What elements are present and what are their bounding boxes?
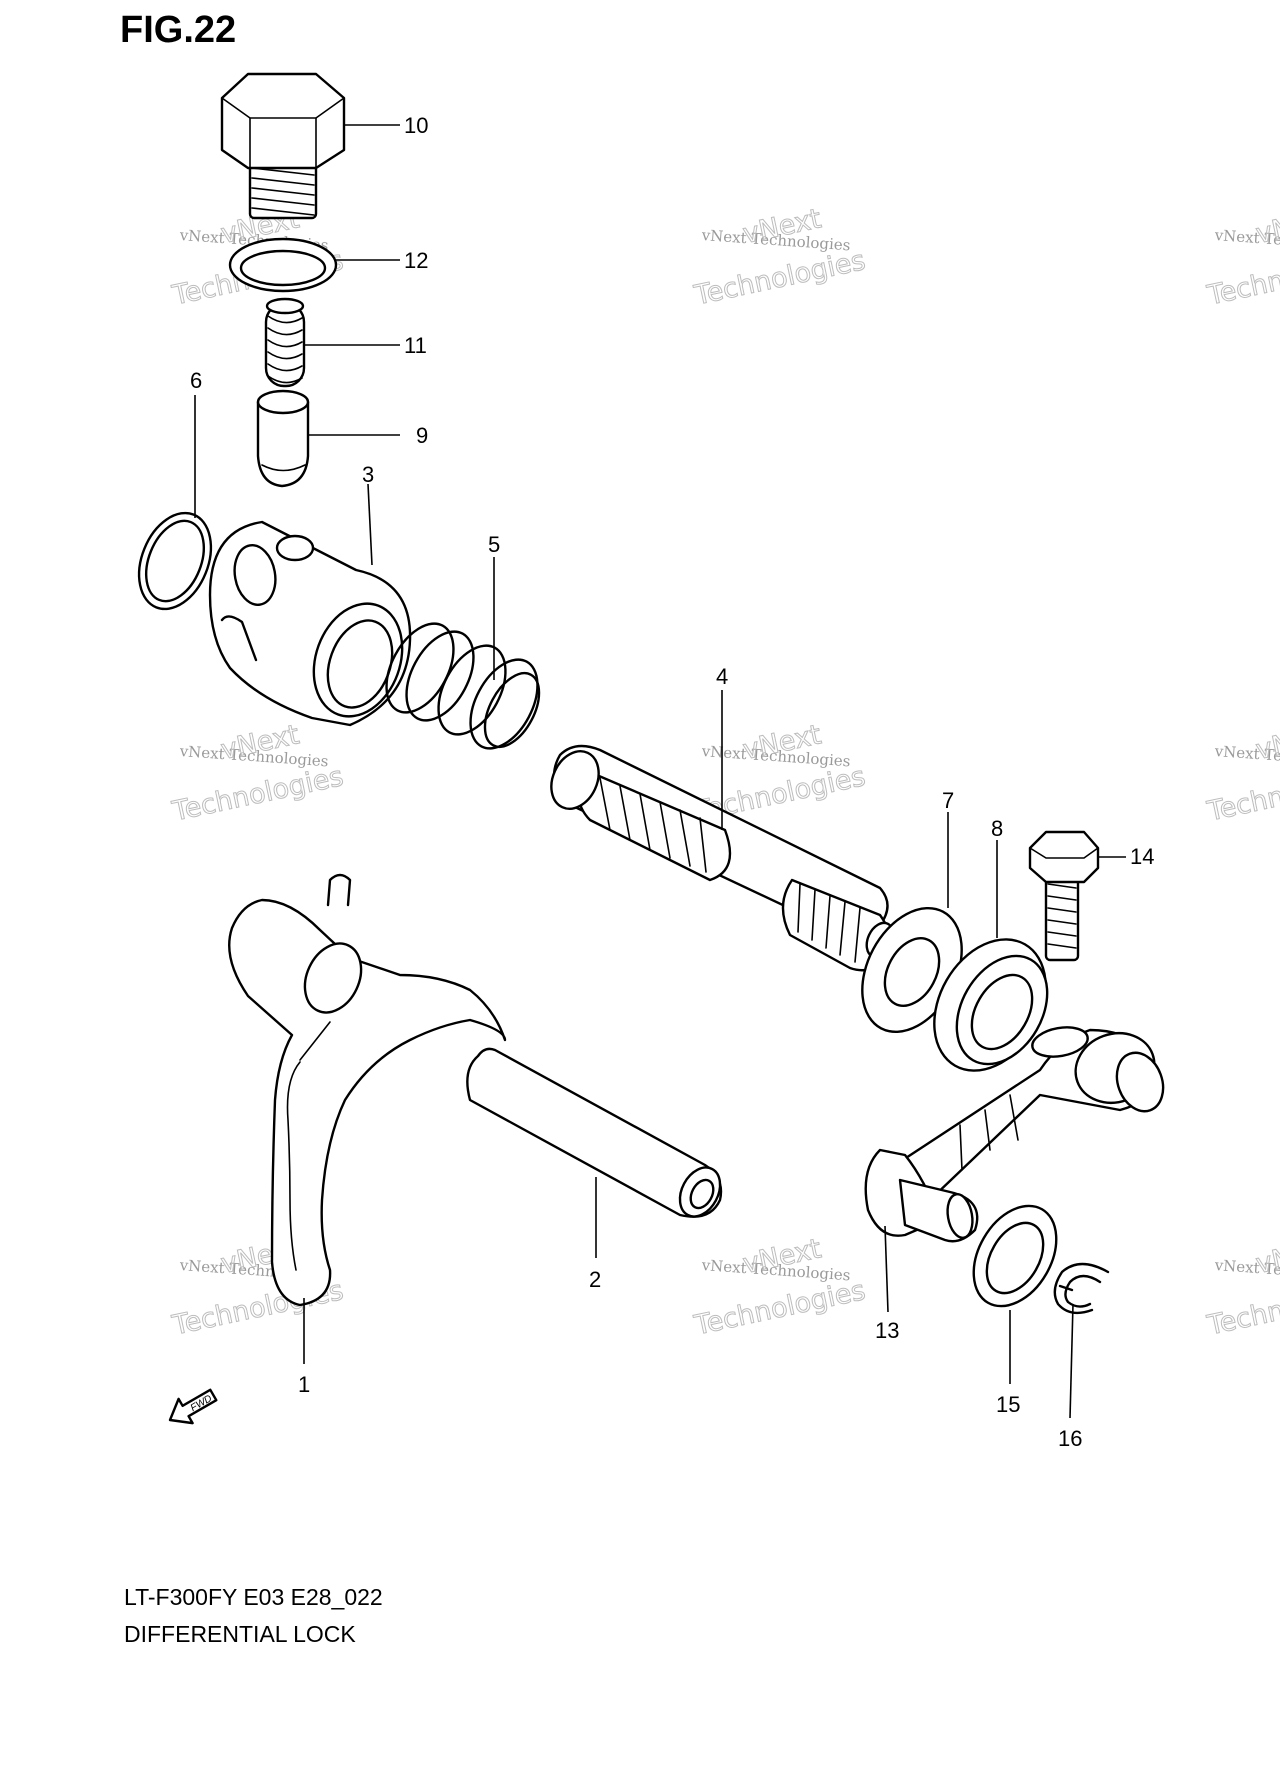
part-2-rod (466, 1047, 723, 1218)
model-code: LT-F300FY E03 E28_022 (124, 1584, 383, 1610)
part-13-lever (864, 1026, 1165, 1243)
watermark-text: vNext (1253, 203, 1280, 250)
part-9-plunger (256, 389, 310, 488)
part-8-seal (933, 938, 1049, 1072)
watermark-text: Technologies (691, 1275, 868, 1342)
watermark: vNext Technologies Technologies vNext (169, 719, 347, 828)
watermark-text: vNext (1253, 1233, 1280, 1280)
callout-15: 15 (996, 1392, 1020, 1417)
callout-13: 13 (875, 1318, 899, 1343)
watermark-text: Technologies (1204, 1275, 1280, 1342)
watermark-text: Technologies (169, 761, 346, 828)
leader-lines (194, 124, 1126, 1419)
watermark-text: Technologies (691, 245, 868, 312)
callout-9: 9 (416, 423, 428, 448)
part-10-bolt (220, 72, 346, 220)
callout-5: 5 (488, 532, 500, 557)
callout-14: 14 (1130, 844, 1154, 869)
part-1-fork (228, 873, 507, 1307)
part-15-washer (972, 1204, 1058, 1308)
watermark: vNext Technologies Technologies vNext (691, 203, 869, 312)
callout-10: 10 (404, 113, 428, 138)
part-6-oring (137, 511, 213, 611)
figure-title: FIG.22 (120, 9, 236, 51)
watermark-text: Technologies (1204, 761, 1280, 828)
callout-11: 11 (404, 333, 427, 358)
callout-2: 2 (589, 1267, 601, 1292)
watermark: vNext Technologies Technologies vNext (691, 1233, 869, 1342)
callout-1: 1 (298, 1372, 310, 1397)
part-3-cam (208, 520, 412, 727)
watermark: vNext Technologies Technologies vNext (1204, 719, 1280, 828)
callout-8: 8 (991, 816, 1003, 841)
part-12-washer (228, 237, 338, 293)
fwd-arrow-icon: FWD (168, 1388, 218, 1425)
callout-7: 7 (942, 788, 954, 813)
watermark: vNext Technologies Technologies vNext (1204, 1233, 1280, 1342)
part-11-spring (264, 297, 306, 388)
callout-16: 16 (1058, 1426, 1082, 1451)
watermark-text: vNext (1253, 719, 1280, 766)
part-16-clip (1053, 1262, 1110, 1315)
part-5-spring (385, 622, 541, 750)
watermarks: vNext Technologies Technologies vNext vN… (169, 203, 1280, 1342)
watermark: vNext Technologies Technologies vNext (1204, 203, 1280, 312)
callout-6: 6 (190, 368, 202, 393)
watermark-text: Technologies (1204, 245, 1280, 312)
callout-labels: 10 12 11 9 6 3 5 4 7 8 14 13 15 16 2 1 (190, 113, 1154, 1451)
fwd-label: FWD (189, 1393, 214, 1414)
part-14-bolt (1028, 830, 1100, 962)
callout-4: 4 (716, 664, 728, 689)
callout-12: 12 (404, 248, 428, 273)
diagram-caption: DIFFERENTIAL LOCK (124, 1621, 356, 1647)
callout-3: 3 (362, 462, 374, 487)
